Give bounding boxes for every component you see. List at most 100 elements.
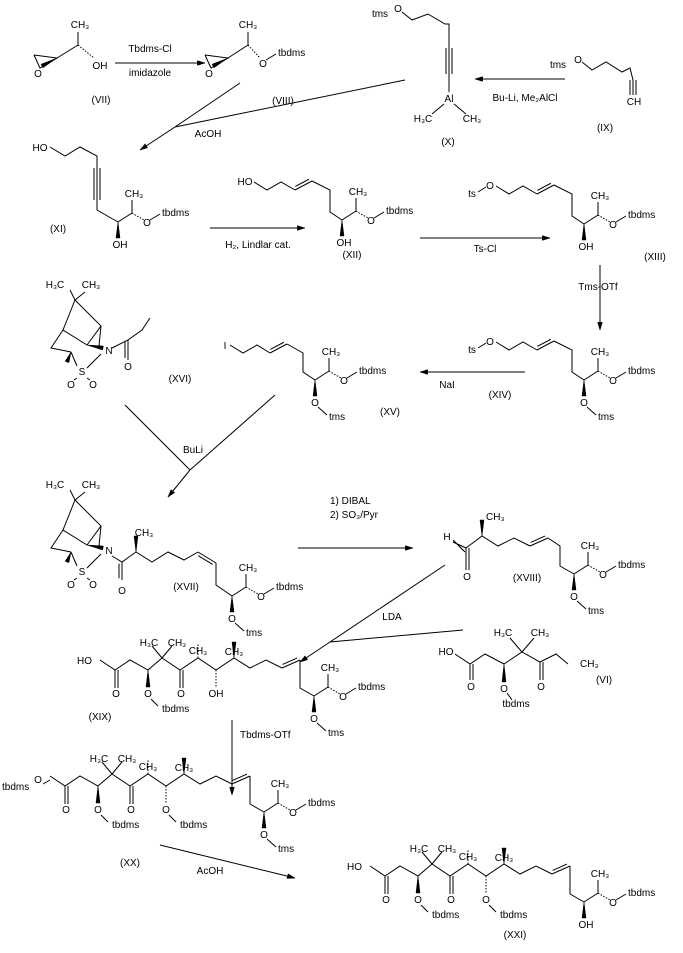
atom-label: O — [259, 59, 267, 70]
arrowhead-icon — [419, 369, 428, 375]
bond — [98, 325, 102, 347]
compound-label: (XVI) — [169, 374, 192, 385]
bond — [266, 838, 277, 848]
atom-label: CH₃ — [591, 347, 610, 358]
bond — [49, 773, 233, 787]
atom-label: OH — [93, 61, 108, 72]
bond — [369, 863, 553, 877]
compound-label: (XIX) — [89, 712, 112, 723]
bond — [583, 880, 599, 903]
bond — [74, 291, 86, 301]
atom-label: O — [482, 895, 490, 906]
bond — [282, 657, 298, 665]
bond — [311, 180, 343, 221]
atom-label: tbdms — [628, 210, 655, 221]
atom-label: O — [580, 398, 588, 409]
bond — [327, 686, 341, 695]
wedge-bond — [229, 595, 235, 613]
atom-label: O — [34, 69, 42, 80]
compound-label: (XIII) — [644, 252, 666, 263]
atom-label: O — [67, 380, 75, 391]
atom-label: tms — [598, 412, 614, 423]
bond — [597, 214, 611, 223]
reaction-line — [329, 564, 446, 643]
bond — [56, 32, 79, 59]
wedge-bond — [501, 663, 507, 683]
compound-label: (IX) — [597, 123, 613, 134]
bond — [421, 851, 433, 865]
atom-label: tbdms — [180, 820, 207, 831]
wedge-bond — [312, 379, 318, 397]
atom-label: S — [79, 367, 86, 378]
bond — [101, 761, 113, 775]
atom-label: CH₃ — [82, 480, 101, 491]
atom-label: H₃C — [46, 280, 65, 291]
compound-label: (XI) — [50, 224, 66, 235]
atom-label: O — [609, 898, 617, 909]
atom-label: O — [574, 55, 582, 66]
reagent-label: Ts-Cl — [474, 244, 497, 255]
atom-label: CH₃ — [168, 638, 187, 649]
reaction-line — [189, 394, 276, 471]
atom-label: CH₃ — [239, 563, 258, 574]
bond — [69, 289, 76, 301]
bond — [50, 329, 72, 353]
reagent-label: Bu-Li, Me₂AlCl — [492, 93, 557, 104]
atom-label: OH — [113, 240, 128, 251]
atom-label: O — [394, 4, 402, 15]
labels-layer: CH₃OHO(VII)Tbdms-ClimidazoleCH₃OtbdmsO(V… — [2, 4, 666, 941]
bond — [270, 341, 285, 350]
bond — [263, 790, 279, 813]
wedge-bond — [261, 811, 267, 829]
atom-label: tbdms — [500, 910, 527, 921]
bond — [131, 212, 145, 221]
wedge-bond — [581, 901, 587, 919]
atom-label: O — [127, 805, 135, 816]
reaction-line — [124, 404, 191, 471]
atom-label: CH₃ — [189, 646, 208, 657]
arrowhead-icon — [139, 143, 149, 151]
wedge-bond — [571, 573, 577, 591]
atom-label: tbdms — [358, 682, 385, 693]
atom-label: HO — [439, 647, 454, 658]
bond — [552, 863, 568, 871]
atom-label: N — [105, 546, 112, 557]
bond — [583, 358, 599, 381]
bond — [477, 342, 487, 349]
atom-label: H₃C — [410, 844, 429, 855]
atom-label: CH₃ — [225, 647, 244, 658]
atom-label: CH₃ — [580, 659, 599, 670]
compound-label: (VII) — [92, 95, 111, 106]
atom-label: O — [570, 592, 578, 603]
wedge-bond — [115, 221, 121, 239]
bond — [495, 341, 538, 351]
bond — [215, 563, 233, 597]
wedge-bond — [339, 219, 345, 237]
reagent-label: AcOH — [195, 129, 222, 140]
atom-label: tbdms — [162, 704, 189, 715]
atom-label: tbdms — [112, 820, 139, 831]
bond — [341, 198, 357, 221]
atom-label: CH₃ — [71, 20, 90, 31]
atom-label: tms — [246, 628, 262, 639]
atom-label: O — [143, 218, 151, 229]
atom-label: CH₃ — [139, 762, 158, 773]
atom-label: tbdms — [162, 208, 189, 219]
bond — [231, 574, 247, 597]
bond — [111, 339, 129, 349]
atom-label: CH₃ — [591, 869, 610, 880]
bond — [488, 904, 497, 913]
bond — [50, 529, 72, 553]
atom-label: I — [224, 341, 227, 352]
bond — [253, 181, 296, 191]
atom-label: O — [205, 69, 213, 80]
atom-label: H₃C — [494, 628, 513, 639]
bond — [229, 344, 271, 354]
bond — [281, 659, 301, 669]
arrowhead-icon — [286, 873, 296, 879]
arrowhead-icon — [405, 545, 414, 551]
bond — [74, 491, 86, 501]
bond — [373, 211, 385, 219]
atom-label: OH — [209, 689, 224, 700]
wedge-bond — [211, 57, 229, 69]
